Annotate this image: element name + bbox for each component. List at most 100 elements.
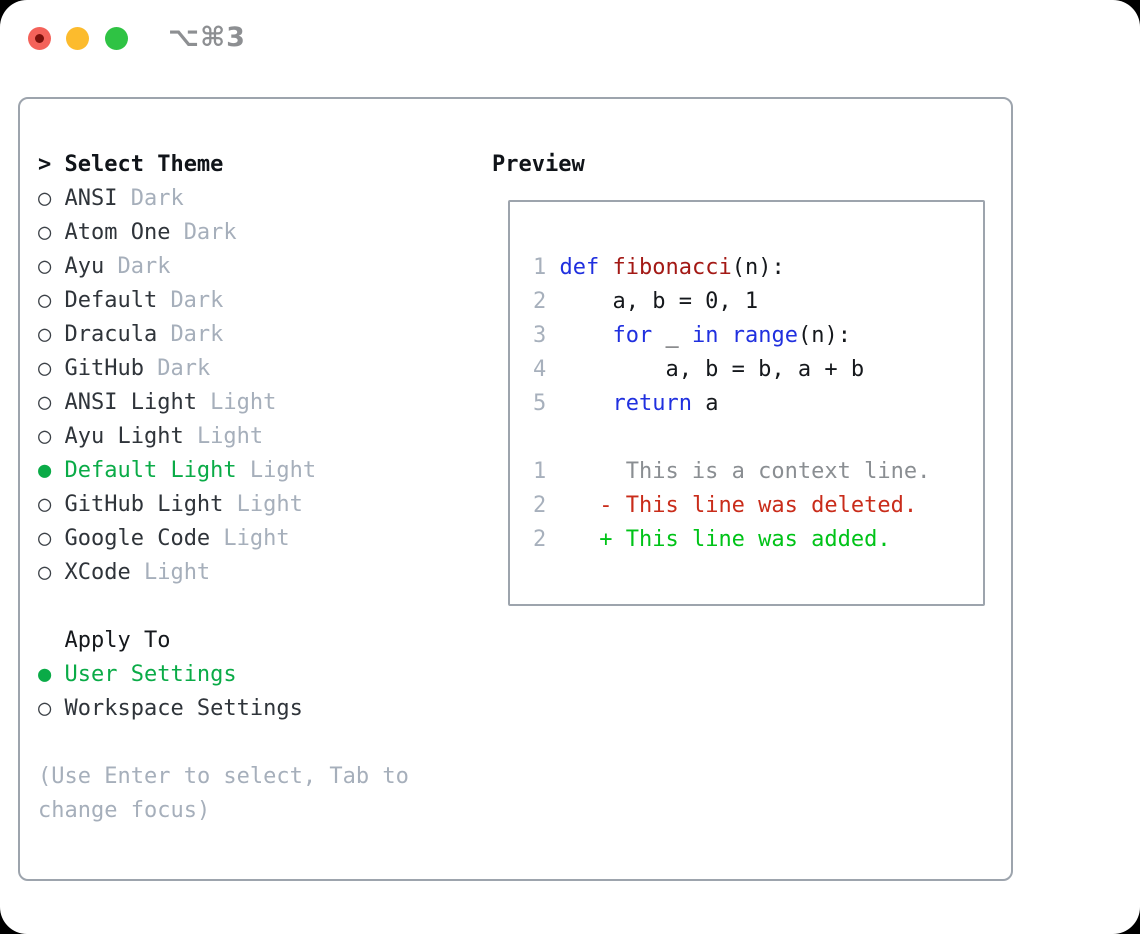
- radio-icon: ○: [38, 356, 52, 381]
- radio-icon: ○: [38, 526, 52, 551]
- code-token: [559, 493, 599, 518]
- code-token: return: [612, 391, 692, 416]
- hint-line: (Use Enter to select, Tab to: [38, 764, 409, 789]
- theme-name: XCode: [64, 560, 131, 585]
- radio-icon: ○: [38, 424, 52, 449]
- apply-to-list: ● User Settings ○ Workspace Settings: [38, 658, 409, 726]
- radio-icon: ○: [38, 220, 52, 245]
- code-line: 5 return a: [533, 387, 983, 421]
- code-token: _: [652, 323, 692, 348]
- code-token: [718, 323, 731, 348]
- line-number: 2: [533, 493, 547, 518]
- theme-name: Default Light: [64, 458, 237, 483]
- theme-variant-tag: Light: [223, 526, 290, 551]
- code-token: - This line was deleted.: [599, 493, 918, 518]
- theme-name: Ayu Light: [64, 424, 184, 449]
- code-line: [533, 421, 983, 455]
- apply-option-label: User Settings: [64, 662, 237, 687]
- code-line: 2 a, b = 0, 1: [533, 285, 983, 319]
- line-number: 1: [533, 459, 547, 484]
- theme-variant-tag: Dark: [117, 254, 171, 279]
- theme-option-dracula[interactable]: ○ Dracula Dark: [38, 318, 409, 352]
- close-button[interactable]: [28, 27, 51, 50]
- theme-variant-tag: Dark: [170, 322, 224, 347]
- line-number: 2: [533, 527, 547, 552]
- theme-name: ANSI: [64, 186, 118, 211]
- code-token: [559, 527, 599, 552]
- theme-name: Dracula: [64, 322, 158, 347]
- theme-picker-title: Select Theme: [64, 152, 224, 177]
- radio-icon: ○: [38, 696, 52, 721]
- theme-option-atom-one[interactable]: ○ Atom One Dark: [38, 216, 409, 250]
- code-line: 2 + This line was added.: [533, 523, 983, 557]
- code-token: def: [559, 255, 600, 280]
- code-line: 2 - This line was deleted.: [533, 489, 983, 523]
- theme-variant-tag: Light: [210, 390, 277, 415]
- code-line: 1 def fibonacci(n):: [533, 251, 983, 285]
- theme-name: Atom One: [64, 220, 171, 245]
- code-token: This is a context line.: [559, 459, 931, 484]
- keyboard-hint: (Use Enter to select, Tab to change focu…: [38, 760, 409, 828]
- code-token: (n):: [797, 323, 851, 348]
- theme-name: ANSI Light: [64, 390, 197, 415]
- theme-option-github-light[interactable]: ○ GitHub Light Light: [38, 488, 409, 522]
- theme-variant-tag: Light: [196, 424, 264, 449]
- radio-icon: ○: [38, 288, 52, 313]
- code-token: [559, 323, 612, 348]
- radio-icon: ○: [38, 492, 52, 517]
- theme-name: GitHub: [64, 356, 144, 381]
- line-number: 2: [533, 289, 547, 314]
- theme-variant-tag: Light: [236, 492, 303, 517]
- preview-title: Preview: [492, 152, 585, 177]
- radio-selected-icon: ●: [38, 662, 52, 687]
- line-number: 3: [533, 323, 547, 348]
- code-line: 4 a, b = b, a + b: [533, 353, 983, 387]
- apply-to-title: Apply To: [64, 628, 171, 653]
- theme-picker-header: > Select Theme: [38, 148, 409, 182]
- theme-name: GitHub Light: [64, 492, 224, 517]
- radio-selected-icon: ●: [38, 458, 52, 483]
- theme-variant-tag: Dark: [157, 356, 211, 381]
- apply-option-workspace-settings[interactable]: ○ Workspace Settings: [38, 692, 409, 726]
- code-token: a, b = b, a + b: [559, 357, 865, 382]
- code-line: 1 This is a context line.: [533, 455, 983, 489]
- theme-variant-tag: Light: [143, 560, 211, 585]
- spacer: [38, 726, 409, 760]
- code-line: 3 for _ in range(n):: [533, 319, 983, 353]
- hint-line: change focus): [38, 798, 211, 823]
- minimize-button[interactable]: [66, 27, 89, 50]
- zoom-button[interactable]: [105, 27, 128, 50]
- code-token: for: [612, 323, 653, 348]
- spacer: [38, 590, 409, 624]
- theme-name: Default: [64, 288, 158, 313]
- theme-name: Ayu: [64, 254, 105, 279]
- apply-option-user-settings[interactable]: ● User Settings: [38, 658, 409, 692]
- line-number: 5: [533, 391, 547, 416]
- theme-variant-tag: Dark: [130, 186, 184, 211]
- code-token: (n):: [731, 255, 785, 280]
- radio-icon: ○: [38, 322, 52, 347]
- prompt-icon: >: [38, 152, 52, 177]
- code-token: + This line was added.: [599, 527, 891, 552]
- code-token: [559, 391, 612, 416]
- theme-variant-tag: Dark: [170, 288, 224, 313]
- theme-option-github[interactable]: ○ GitHub Dark: [38, 352, 409, 386]
- theme-variant-tag: Dark: [183, 220, 237, 245]
- code-token: a, b = 0, 1: [559, 289, 759, 314]
- code-token: a: [691, 391, 719, 416]
- theme-option-ayu-light[interactable]: ○ Ayu Light Light: [38, 420, 409, 454]
- code-token: fibonacci: [612, 255, 732, 280]
- titlebar: ⌥⌘3: [0, 0, 1140, 76]
- line-number: 1: [533, 255, 547, 280]
- apply-option-label: Workspace Settings: [64, 696, 303, 721]
- theme-option-default[interactable]: ○ Default Dark: [38, 284, 409, 318]
